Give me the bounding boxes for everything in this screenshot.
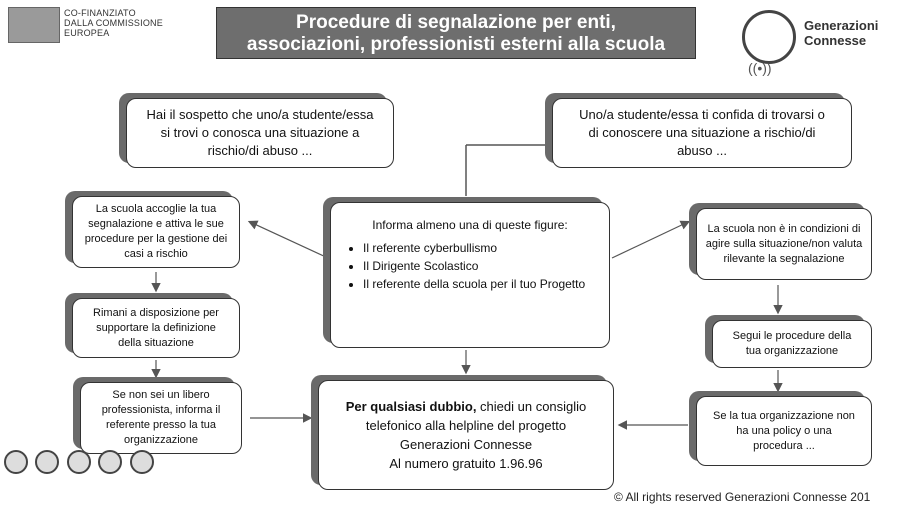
figures-list: Il referente cyberbullismo Il Dirigente … — [347, 240, 593, 293]
box-suspicion: Hai il sospetto che uno/a studente/essa … — [126, 98, 394, 168]
helpline-text: chiedi un consiglio telefonico alla help… — [365, 399, 587, 452]
title-line1: Procedure di segnalazione per enti, — [296, 12, 616, 33]
helpline-bold: Per qualsiasi dubbio, — [345, 399, 477, 414]
box-remain-available: Rimani a disposizione per supportare la … — [72, 298, 240, 358]
brand-line2: Connesse — [804, 33, 867, 48]
wifi-icon: ((•)) — [748, 60, 772, 76]
box-no-policy: Se la tua organizzazione non ha una poli… — [696, 396, 872, 466]
eu-text-line3: EUROPEA — [64, 28, 110, 38]
title-banner: Procedure di segnalazione per enti, asso… — [216, 7, 696, 59]
helpline-number: Al numero gratuito 1.96.96 — [389, 456, 543, 471]
box-school-accepts: La scuola accoglie la tua segnalazione e… — [72, 196, 240, 268]
brand-name: Generazioni Connesse — [804, 18, 878, 48]
inform-intro: Informa almeno una di queste figure: — [372, 218, 568, 232]
eu-text-line1: CO-FINANZIATO — [64, 8, 136, 18]
box-remain-available-text: Rimani a disposizione per supportare la … — [93, 306, 219, 349]
generazioni-connesse-logo — [742, 10, 796, 64]
ministry-emblem-icon — [4, 450, 28, 474]
figure-item-dirigente: Il Dirigente Scolastico — [363, 258, 593, 275]
arrow-center-to-left-box1 — [247, 220, 329, 259]
box-confides-text: Uno/a studente/essa ti confida di trovar… — [579, 107, 825, 158]
title-line2: associazioni, professionisti esterni all… — [246, 34, 666, 55]
eu-flag-logo — [8, 7, 60, 43]
box-inform-figures: Informa almeno una di queste figure: Il … — [330, 202, 610, 348]
box-not-freelance-text: Se non sei un libero professionista, inf… — [101, 389, 221, 446]
box-confides: Uno/a studente/essa ti confida di trovar… — [552, 98, 852, 168]
box-school-cannot-act-text: La scuola non è in condizioni di agire s… — [705, 222, 863, 265]
box-no-policy-text: Se la tua organizzazione non ha una poli… — [713, 409, 855, 452]
figure-item-referente-progetto: Il referente della scuola per il tuo Pro… — [363, 276, 593, 293]
partner-logo-icon — [66, 450, 91, 474]
eu-text-line2: DALLA COMMISSIONE — [64, 18, 163, 28]
box-follow-procedures-text: Segui le procedure della tua organizzazi… — [732, 330, 852, 357]
eu-cofinancing-text: CO-FINANZIATO DALLA COMMISSIONE EUROPEA — [64, 8, 163, 38]
box-suspicion-text: Hai il sospetto che uno/a studente/essa … — [146, 107, 374, 158]
partner-logo-icon — [129, 450, 154, 474]
helpline-content: Per qualsiasi dubbio, chiedi un consigli… — [337, 397, 595, 473]
arrow-center-to-right-box1 — [611, 220, 691, 259]
box-follow-procedures: Segui le procedure della tua organizzazi… — [712, 320, 872, 368]
figure-item-cyberbullismo: Il referente cyberbullismo — [363, 240, 593, 257]
brand-line1: Generazioni — [804, 18, 879, 33]
copyright-text: © All rights reserved Generazioni Connes… — [614, 490, 871, 504]
box-not-freelance: Se non sei un libero professionista, inf… — [80, 382, 242, 454]
partner-logo-icon — [98, 450, 123, 474]
partner-logos — [4, 450, 157, 479]
box-helpline: Per qualsiasi dubbio, chiedi un consigli… — [318, 380, 614, 490]
partner-logo-icon — [35, 450, 60, 474]
box-school-accepts-text: La scuola accoglie la tua segnalazione e… — [84, 203, 228, 260]
box-school-cannot-act: La scuola non è in condizioni di agire s… — [696, 208, 872, 280]
